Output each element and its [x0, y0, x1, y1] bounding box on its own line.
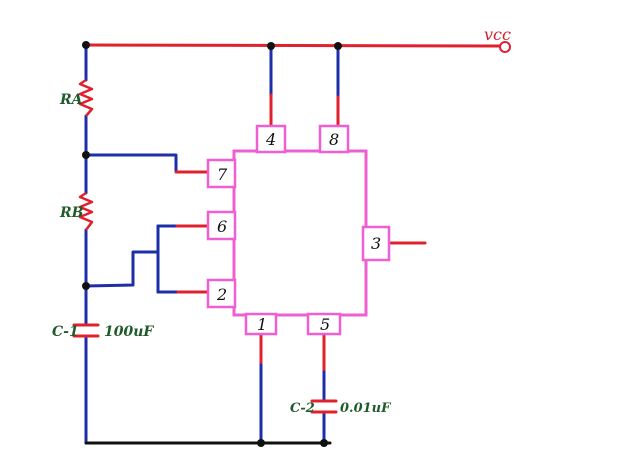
resistor-rb	[78, 191, 94, 231]
pin7-box	[206, 158, 237, 189]
vcc-rail	[84, 43, 502, 48]
junction-ra-rb	[82, 151, 90, 159]
c2-value-label: 0.01uF	[340, 401, 391, 416]
c1-value-label: 100uF	[104, 324, 154, 340]
pin5-box	[306, 312, 342, 336]
ic-pin-boxes	[206, 124, 391, 336]
left-pin-stubs	[174, 170, 210, 294]
junction-pin8-rail	[334, 42, 342, 50]
pin4-number: 4	[265, 130, 276, 149]
pin1-box	[244, 312, 278, 336]
junction-pin4-rail	[267, 42, 275, 50]
vcc-wire	[84, 43, 502, 48]
top-pin-wires	[269, 44, 340, 99]
pin6-box	[206, 210, 237, 241]
bottom-blue-wires	[259, 363, 326, 445]
junction-c2-ground	[320, 439, 328, 447]
bottom-pin-stubs	[259, 331, 326, 374]
pin8-box	[318, 124, 350, 154]
pin2-number: 2	[216, 285, 227, 304]
junction-rb-c1	[82, 282, 90, 290]
rb-label: RB	[59, 205, 84, 221]
vcc-label: vcc	[484, 25, 511, 44]
top-pin-stubs	[269, 93, 340, 128]
pin5-number: 5	[320, 315, 330, 334]
junction-dots	[82, 41, 342, 447]
capacitor-c2	[310, 399, 338, 414]
pin2-box	[206, 278, 237, 309]
ic-body	[232, 149, 368, 317]
left-pin-wires	[84, 153, 180, 294]
pin3-box	[361, 225, 391, 262]
pin6-number: 6	[217, 217, 227, 236]
c1-label: C-1	[52, 324, 79, 340]
pin7-number: 7	[217, 165, 228, 184]
pin3-number: 3	[371, 234, 381, 253]
resistor-ra	[78, 78, 94, 117]
wire-node-to-pin7	[84, 153, 178, 173]
pin1-number: 1	[257, 315, 267, 334]
ra-label: RA	[59, 92, 83, 108]
wire-node-to-threshold	[84, 250, 160, 288]
pin8-number: 8	[329, 130, 339, 149]
c2-label: C-2	[290, 401, 315, 416]
vcc-terminal	[499, 41, 511, 53]
capacitor-c1	[72, 323, 100, 338]
pin4-box	[255, 124, 287, 154]
junction-top-left	[82, 41, 90, 49]
junction-pin1-ground	[257, 439, 265, 447]
